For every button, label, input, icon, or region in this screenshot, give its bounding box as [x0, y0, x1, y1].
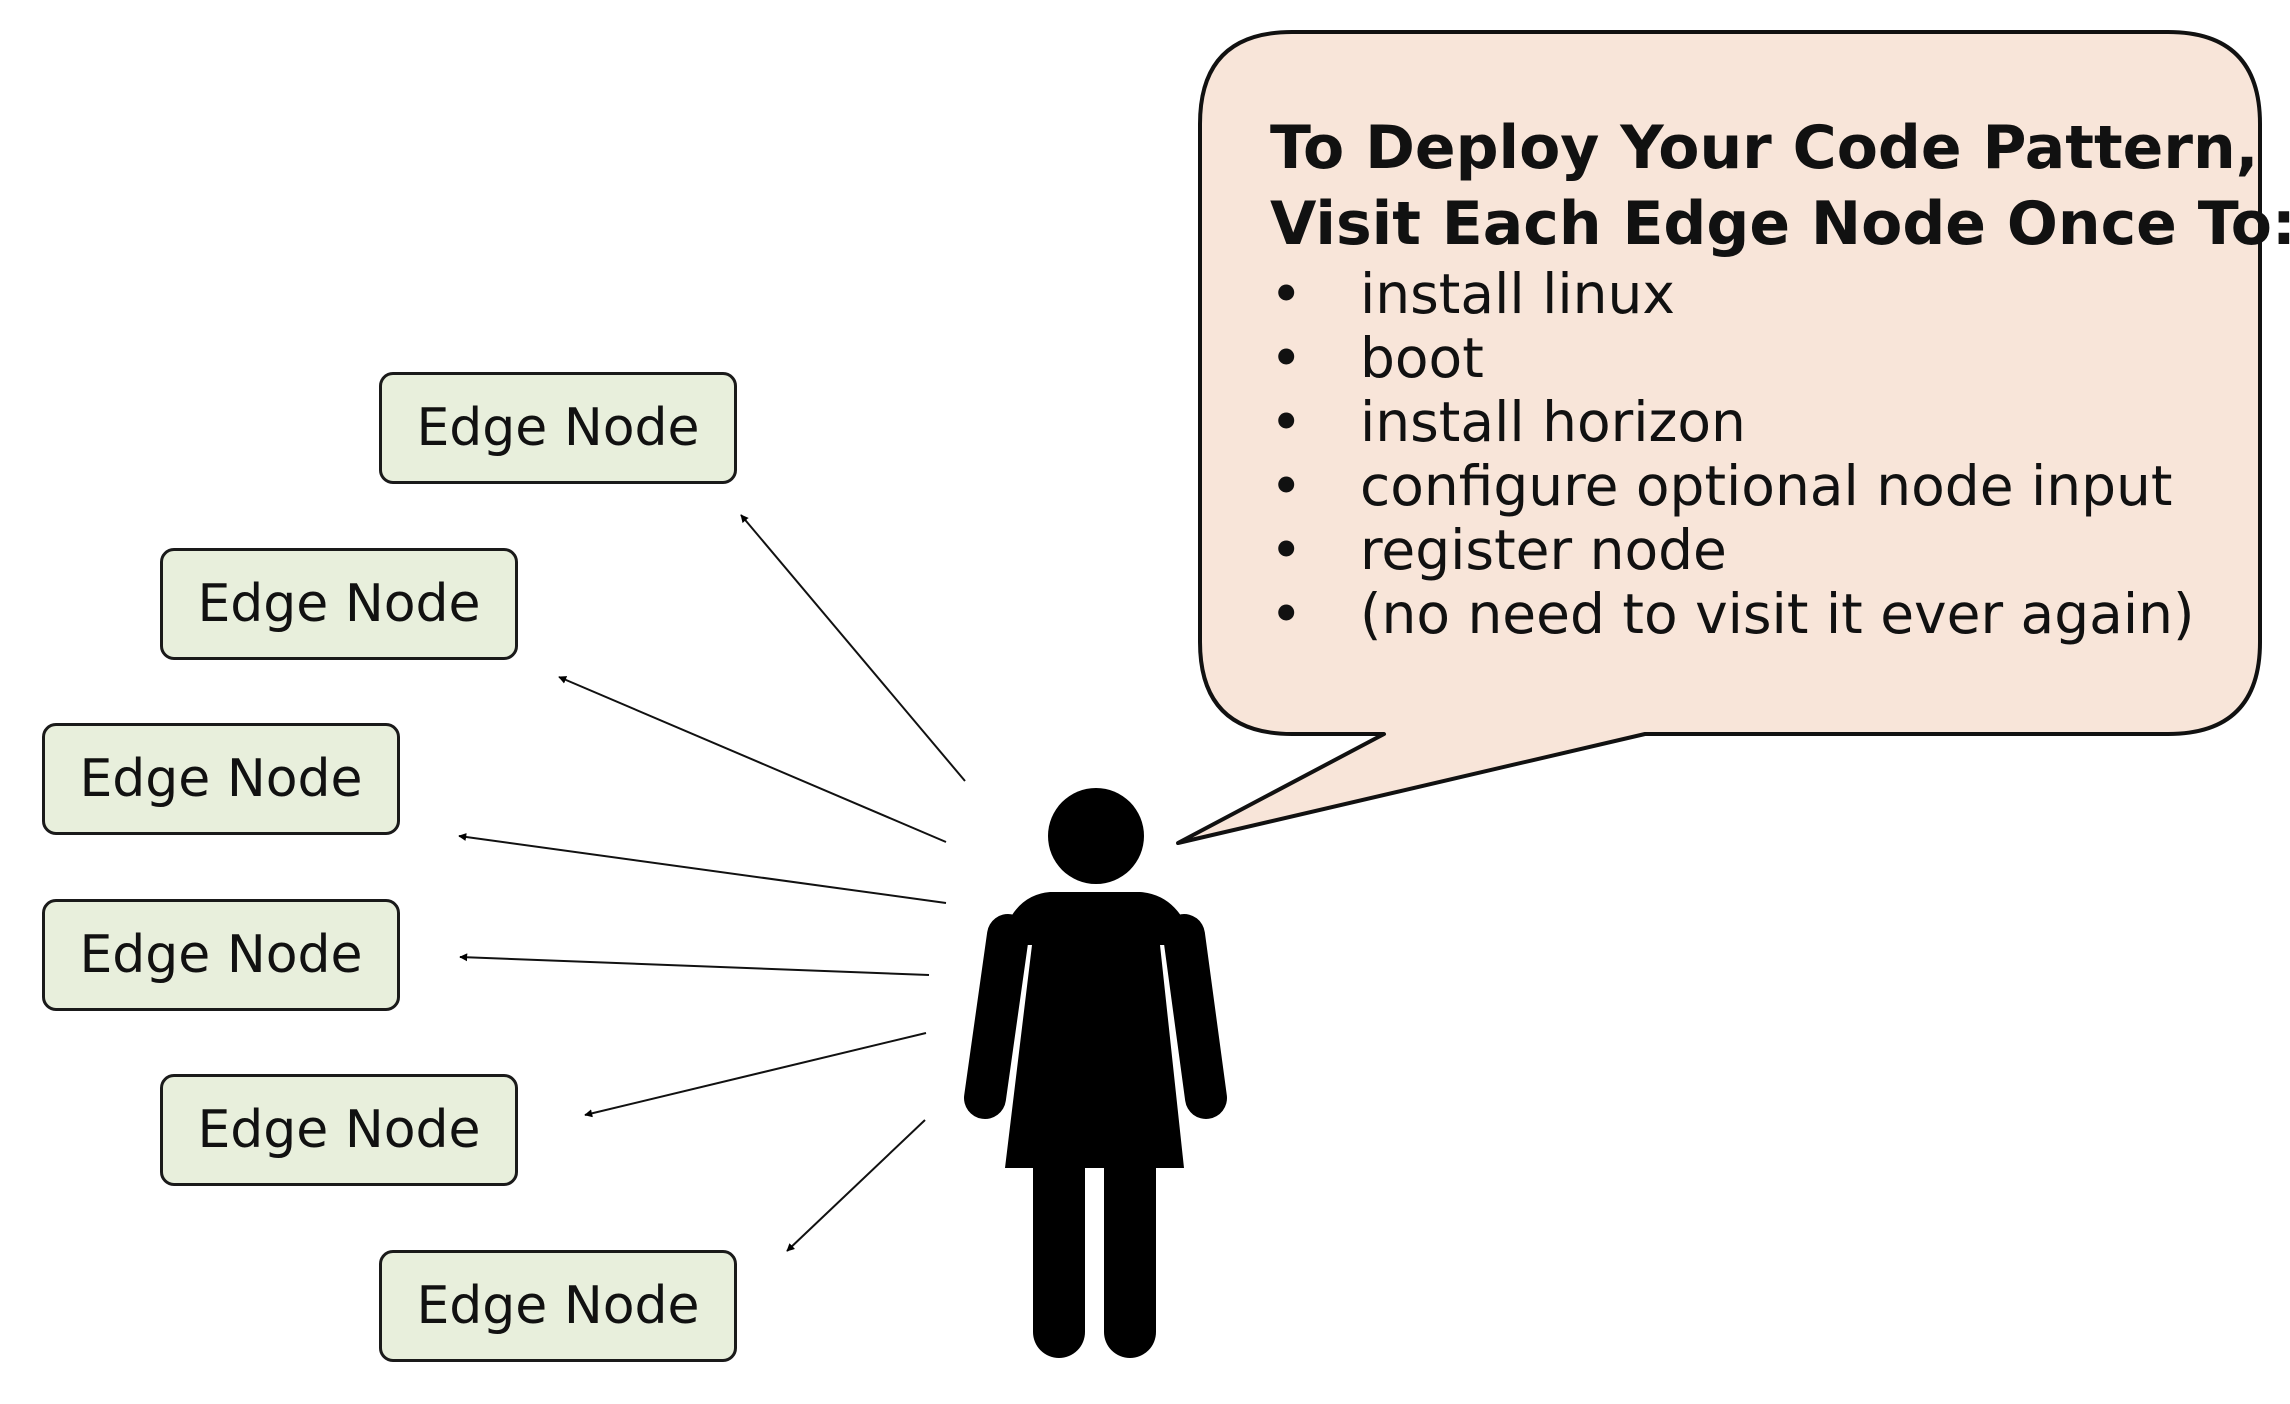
- edge-node: Edge Node: [42, 723, 400, 835]
- edge-node: Edge Node: [160, 1074, 518, 1186]
- bullet-icon: •: [1270, 582, 1303, 646]
- arrow-to-edge-node-6: [786, 1119, 926, 1252]
- step-item: • install linux: [1270, 262, 2230, 326]
- step-label: register node: [1360, 518, 1727, 582]
- step-item: • configure optional node input: [1270, 454, 2230, 518]
- step-label: (no need to visit it ever again): [1360, 582, 2195, 646]
- bullet-icon: •: [1270, 326, 1303, 390]
- step-label: configure optional node input: [1360, 454, 2173, 518]
- arrow-to-edge-node-1: [740, 514, 966, 782]
- speech-bubble: [1176, 30, 2262, 845]
- edge-node: Edge Node: [379, 1250, 737, 1362]
- bullet-icon: •: [1270, 454, 1303, 518]
- step-label: install linux: [1360, 262, 1675, 326]
- step-item: • (no need to visit it ever again): [1270, 582, 2230, 646]
- edge-node: Edge Node: [160, 548, 518, 660]
- arrow-to-edge-node-2: [558, 676, 947, 843]
- step-label: boot: [1360, 326, 1484, 390]
- callout-content: To Deploy Your Code Pattern, Visit Each …: [1270, 110, 2290, 646]
- edge-node: Edge Node: [379, 372, 737, 484]
- callout-title-line-1: To Deploy Your Code Pattern,: [1270, 113, 2259, 183]
- bullet-icon: •: [1270, 518, 1303, 582]
- callout-title-line-2: Visit Each Edge Node Once To:: [1270, 189, 2290, 259]
- edge-node: Edge Node: [42, 899, 400, 1011]
- deployment-steps-list: • install linux • boot • install horizon • c…: [1270, 262, 2230, 646]
- person-icon: [964, 788, 1227, 1358]
- arrow-to-edge-node-4: [459, 953, 930, 976]
- step-item: • register node: [1270, 518, 2230, 582]
- step-item: • boot: [1270, 326, 2230, 390]
- step-item: • install horizon: [1270, 390, 2230, 454]
- arrow-to-edge-node-5: [584, 1032, 927, 1118]
- step-label: install horizon: [1360, 390, 1746, 454]
- bullet-icon: •: [1270, 390, 1303, 454]
- arrow-to-edge-node-3: [458, 833, 947, 904]
- bullet-icon: •: [1270, 262, 1303, 326]
